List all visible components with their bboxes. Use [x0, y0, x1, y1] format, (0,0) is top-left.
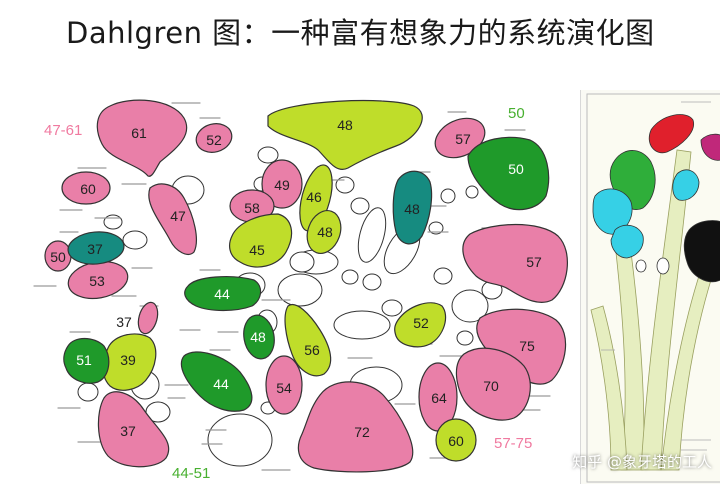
dahlgren-diagram: 47-61 50 57-75 44-51 [33, 99, 568, 482]
blob-57top [434, 117, 486, 159]
label-57right: 57 [526, 254, 542, 270]
label-75: 75 [519, 338, 535, 354]
blob-44top [184, 276, 262, 312]
blob-44bot [180, 351, 253, 412]
label-37: 37 [116, 314, 132, 330]
label-60bot: 60 [448, 433, 464, 449]
label-39: 39 [120, 352, 136, 368]
blob-72 [297, 381, 414, 473]
blob-49 [261, 159, 303, 209]
label-46: 46 [306, 189, 322, 205]
label-72: 72 [354, 424, 370, 440]
white-blob [440, 188, 456, 204]
label-58: 58 [244, 200, 260, 216]
label-44top: 44 [214, 286, 230, 302]
blob-47 [148, 183, 197, 255]
label-60: 60 [80, 181, 96, 197]
label-37teal: 37 [87, 241, 103, 257]
white-blob [335, 176, 355, 194]
teal-blobs [67, 170, 433, 265]
white-blob [77, 382, 99, 402]
blob-37teal [67, 231, 125, 265]
label-70: 70 [483, 378, 499, 394]
lime-blobs [102, 99, 477, 462]
white-blob [381, 299, 403, 317]
label-49: 49 [274, 177, 290, 193]
blob-61 [96, 99, 188, 177]
white-blob [451, 289, 489, 323]
blob-37bot [97, 391, 170, 468]
label-64: 64 [431, 390, 447, 406]
dahlgren-tree-panel [580, 90, 720, 484]
label-48teal: 48 [404, 201, 420, 217]
white-blob [341, 269, 359, 285]
tree-cyan-blob-b [610, 224, 644, 259]
white-blob [289, 251, 315, 273]
label-53: 53 [89, 273, 105, 289]
tree-branches [590, 149, 720, 471]
blob-48green [243, 314, 275, 360]
label-57top: 57 [455, 131, 471, 147]
blob-52right [394, 302, 447, 348]
tree-black-blob [683, 220, 720, 283]
blob-57right [462, 223, 568, 303]
label-44bot: 44 [213, 376, 229, 392]
blob-51 [63, 337, 110, 384]
dahlgren-tree-illustration [586, 93, 720, 483]
tree-cyan-blob-c [672, 169, 700, 201]
blob-52a [195, 123, 233, 153]
blob-labels: 61 52 48 57 50 60 47 49 46 58 48 45 48 3… [50, 117, 542, 449]
label-47: 47 [170, 208, 186, 224]
label-61: 61 [131, 125, 147, 141]
label-52a: 52 [206, 132, 222, 148]
white-blob [350, 197, 370, 215]
white-blob [433, 267, 453, 285]
range-label-47-61: 47-61 [44, 122, 82, 139]
label-52right: 52 [413, 315, 429, 331]
white-blob [428, 221, 444, 235]
label-48top: 48 [337, 117, 353, 133]
blob-60 [61, 171, 111, 205]
white-blob [277, 273, 323, 307]
label-56: 56 [304, 342, 320, 358]
blob-48lime [306, 210, 342, 254]
range-label-50: 50 [508, 105, 525, 122]
white-blob [333, 310, 391, 340]
page-title: Dahlgren 图：一种富有想象力的系统演化图 [66, 16, 655, 50]
white-blob [456, 330, 474, 346]
blob-60bot [435, 418, 477, 462]
label-51: 51 [76, 352, 92, 368]
green-blobs [63, 136, 550, 412]
blob-45 [229, 213, 293, 268]
white-blob [465, 185, 479, 199]
white-blob [257, 146, 279, 164]
range-label-57-75: 57-75 [494, 435, 532, 452]
blob-54 [265, 355, 303, 415]
blob-37small [137, 301, 159, 335]
blob-50green [467, 136, 550, 211]
blob-48top [267, 99, 423, 170]
tree-magenta-blob [700, 133, 720, 161]
label-48green: 48 [250, 329, 266, 345]
label-50green: 50 [508, 161, 524, 177]
label-54: 54 [276, 380, 292, 396]
label-50left: 50 [50, 249, 66, 265]
label-45: 45 [249, 242, 265, 258]
pink-blobs [44, 99, 568, 473]
range-label-44-51: 44-51 [172, 465, 210, 482]
white-blob [207, 413, 273, 467]
blob-56 [284, 304, 332, 377]
white-blob [103, 214, 123, 230]
white-blob [357, 207, 387, 263]
blob-48teal [392, 170, 433, 245]
watermark: 知乎 @象牙塔的工人 [572, 453, 712, 471]
white-blob [362, 273, 382, 291]
tree-red-blob [648, 114, 695, 154]
white-blob [122, 230, 148, 250]
label-48lime: 48 [317, 224, 333, 240]
blob-70 [455, 347, 531, 421]
tree-canopy [592, 114, 720, 283]
label-37bot: 37 [120, 423, 136, 439]
tree-tiny-labels [601, 101, 711, 451]
